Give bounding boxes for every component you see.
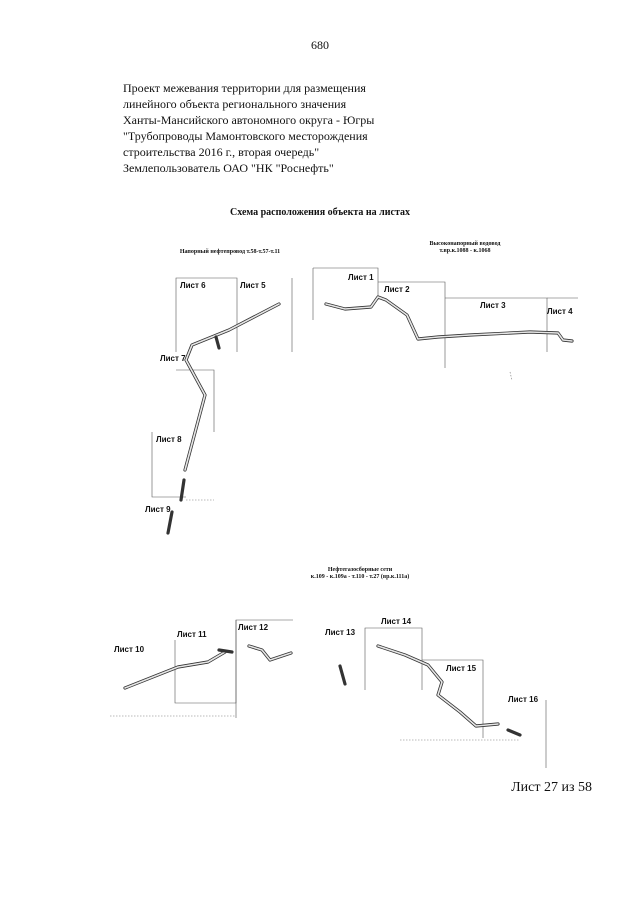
sheet-5-label: Лист 5 (240, 281, 266, 290)
header-line: Проект межевания территории для размещен… (123, 81, 366, 95)
water-pipeline-route (324, 295, 574, 343)
oil-pipeline-route (166, 302, 281, 535)
sheet-14-frame (364, 627, 423, 690)
sheet-13-label: Лист 13 (325, 628, 356, 637)
sheet-2-label: Лист 2 (384, 285, 410, 294)
gathering-network-label: Нефтегазосборные сети к.109 - к.109а - т… (270, 567, 450, 581)
sheet-9-label: Лист 9 (145, 505, 171, 514)
gathering-network-route (123, 644, 522, 737)
sheet-3-label: Лист 3 (480, 301, 506, 310)
header-line: Ханты-Мансийского автономного округа - Ю… (123, 113, 375, 127)
sheet-6-label: Лист 6 (180, 281, 206, 290)
gathering-network-label-line: к.109 - к.109а - т.110 - т.27 (вр.к.111а… (310, 574, 410, 580)
sheet-4-label: Лист 4 (547, 307, 573, 316)
project-header: Проект межевания территории для размещен… (123, 80, 423, 176)
sheet-8-label: Лист 8 (156, 435, 182, 444)
header-line: строительства 2016 г., вторая очередь" (123, 145, 320, 159)
oil-pipeline-label: Напорный нефтепровод т.58-т.57-т.11 (179, 249, 281, 255)
page-number: 680 (311, 38, 329, 52)
sheet-8-frame (151, 432, 186, 498)
sheet-1-frame (313, 267, 379, 300)
sheet-12-label: Лист 12 (238, 623, 269, 632)
sheet-7-label: Лист 7 (160, 354, 186, 363)
sheet-10-label: Лист 10 (114, 645, 145, 654)
sheet-counter: Лист 27 из 58 (511, 780, 592, 795)
water-pipeline-label-line: Высоконапорный водовод (429, 241, 501, 247)
sheet-14-label: Лист 14 (381, 617, 412, 626)
sheet-15-label: Лист 15 (446, 664, 477, 673)
water-pipeline-label: Высоконапорный водовод т.вр.к.1088 - к.1… (400, 241, 530, 255)
sheet-11-label: Лист 11 (177, 630, 207, 639)
sheet-2-frame (378, 281, 446, 368)
water-pipeline-label-line: т.вр.к.1088 - к.1068 (439, 248, 491, 254)
sheet-7-frame (176, 369, 215, 432)
header-line: Землепользователь ОАО "НК "Роснефть" (123, 161, 334, 175)
sheet-3-tick (509, 371, 513, 381)
sheet-1-label: Лист 1 (348, 273, 374, 282)
header-line: "Трубопроводы Мамонтовского месторождени… (123, 129, 368, 143)
sheet-6-frame (175, 277, 238, 352)
gathering-network-label-line: Нефтегазосборные сети (327, 567, 393, 573)
scheme-title: Схема расположения объекта на листах (229, 207, 411, 218)
sheet-16-label: Лист 16 (508, 695, 539, 704)
header-line: линейного объекта регионального значения (123, 97, 347, 111)
sheet-15-frame (422, 659, 484, 738)
